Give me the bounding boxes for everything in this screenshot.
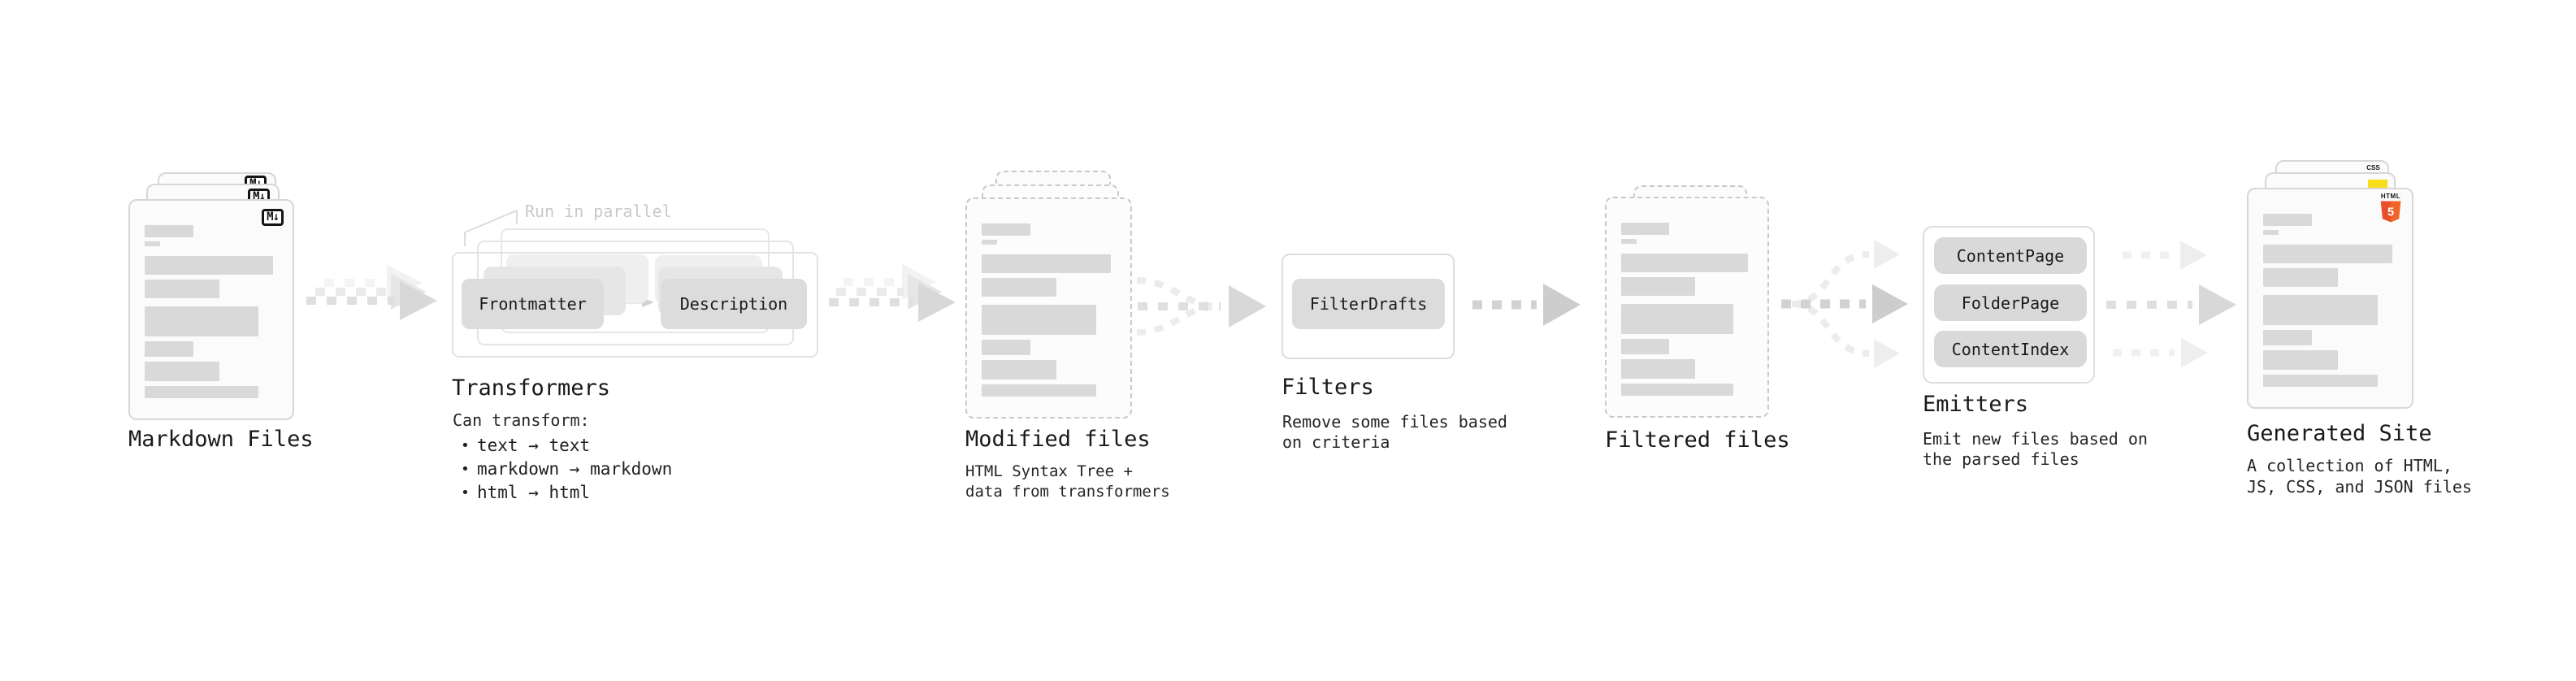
bar (2263, 214, 2312, 226)
arrow-modified-to-filters (1136, 277, 1266, 336)
bar (2263, 330, 2312, 345)
bar (2263, 230, 2279, 235)
bar (982, 360, 1057, 380)
bar (982, 305, 1096, 335)
filters-container (1281, 254, 1455, 359)
generated-site-label: Generated Site (2247, 421, 2432, 446)
doc-content-bars (1621, 223, 1750, 396)
bar (982, 384, 1096, 397)
bar (1621, 254, 1748, 272)
bar (982, 240, 998, 245)
generated-doc-front: HTML 5 (2247, 188, 2413, 409)
transformers-bullet-list: text → text markdown → markdown html → h… (455, 434, 672, 505)
markdown-files-label: Markdown Files (128, 427, 314, 452)
arrow-markdown-to-transformers (306, 265, 437, 320)
bar (982, 254, 1111, 273)
markdown-icon: M↓ (262, 209, 284, 226)
html5-icon: HTML 5 (2379, 193, 2403, 228)
modified-doc-front (965, 197, 1132, 419)
modified-files-description: HTML Syntax Tree + data from transformer… (965, 462, 1170, 501)
bar (2263, 375, 2378, 387)
arrow-transformers-to-modified (829, 264, 956, 322)
bar (145, 241, 161, 246)
markdown-doc-front: M↓ (128, 199, 294, 420)
bar (145, 362, 219, 381)
bullet-item: text → text (455, 434, 672, 458)
bar (1621, 223, 1669, 235)
emitter-pill-folderpage: FolderPage (1934, 284, 2087, 321)
filtered-files-label: Filtered files (1605, 427, 1790, 453)
bar (2263, 295, 2378, 325)
bar (982, 278, 1057, 297)
bar (145, 306, 259, 336)
bar (1621, 239, 1637, 244)
emitters-description: Emit new files based on the parsed files (1923, 429, 2148, 469)
run-in-parallel-annotation: Run in parallel (525, 202, 672, 221)
bar (145, 225, 193, 237)
bar (2263, 350, 2339, 370)
html5-shield-icon: 5 (2380, 201, 2401, 223)
modified-files-label: Modified files (965, 427, 1151, 452)
arrow-emitters-to-generated (2106, 241, 2236, 367)
bar (982, 223, 1030, 236)
bar (2263, 268, 2339, 287)
doc-content-bars (982, 223, 1113, 397)
bar (1621, 304, 1734, 334)
bar (145, 280, 219, 298)
js-badge-icon (2368, 180, 2387, 188)
svg-text:5: 5 (2387, 206, 2394, 219)
filters-title: Filters (1281, 375, 1374, 400)
description-box: Description (661, 279, 807, 329)
doc-content-bars (145, 225, 275, 398)
bar (145, 386, 259, 398)
arrow-filters-to-filtered (1472, 284, 1581, 326)
bar (145, 341, 193, 357)
bullet-item: html → html (455, 481, 672, 505)
parallel-container-front (452, 252, 818, 358)
frontmatter-box: Frontmatter (462, 279, 604, 329)
transformers-description: Can transform: (453, 410, 590, 430)
emitter-pill-contentindex: ContentIndex (1934, 331, 2087, 367)
transformers-title: Transformers (452, 375, 611, 401)
bar (145, 256, 273, 275)
arrow-filtered-to-emitters (1781, 240, 1908, 368)
bar (1621, 339, 1669, 354)
bullet-item: markdown → markdown (455, 458, 672, 481)
generated-site-description: A collection of HTML, JS, CSS, and JSON … (2247, 456, 2472, 497)
filterdrafts-box: FilterDrafts (1292, 279, 1445, 329)
bar (982, 340, 1030, 355)
bar (1621, 277, 1695, 296)
filters-description: Remove some files based on criteria (1282, 412, 1507, 452)
bar (1621, 384, 1734, 396)
doc-content-bars (2263, 214, 2395, 387)
emitters-title: Emitters (1923, 392, 2029, 417)
filtered-doc-front (1605, 197, 1769, 418)
bar (2263, 245, 2392, 263)
bar (1621, 359, 1695, 379)
emitter-pill-contentpage: ContentPage (1934, 237, 2087, 274)
